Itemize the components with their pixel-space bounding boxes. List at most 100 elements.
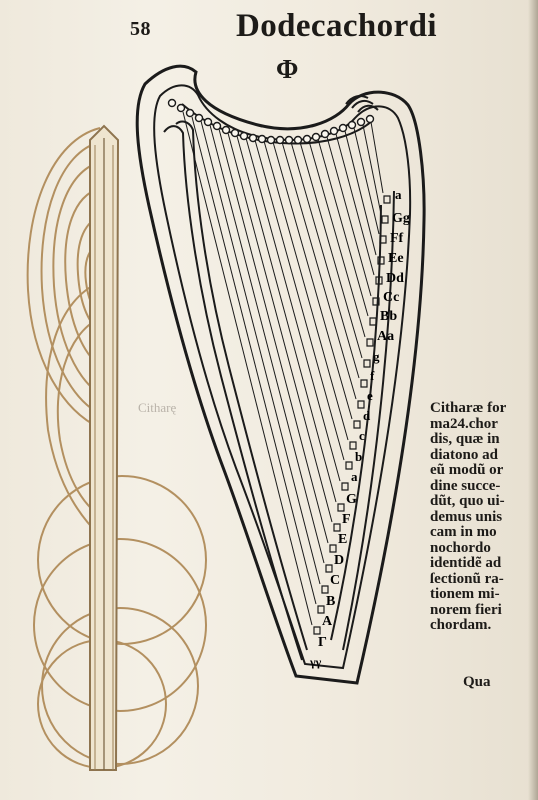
harp-peg (185, 108, 195, 118)
caption-line-10: nochordo (430, 539, 491, 556)
harp-peg (176, 103, 186, 113)
harp-string-pin (329, 544, 337, 553)
harp-string-pin (337, 503, 345, 512)
harp-column-outer (163, 125, 303, 661)
harp-peg (257, 134, 267, 144)
harp-label-d: d (363, 408, 371, 423)
harp-string (362, 124, 382, 215)
harp-string-pin (317, 605, 325, 614)
caption-line-14: norem fieri (430, 601, 502, 618)
harp-string-pin (379, 235, 387, 244)
harp-label-ee: Ee (388, 251, 404, 266)
harp-string (326, 136, 372, 297)
caption-line-13: tionem mi- (430, 586, 500, 602)
harp-peg (284, 135, 294, 145)
monochord-arc-1 (26, 127, 101, 429)
harp-string (308, 140, 366, 338)
harp-peg (203, 117, 213, 127)
harp-string-pin (363, 359, 371, 368)
harp-string-pin (341, 482, 349, 491)
harp-string-pin (357, 400, 365, 409)
monochord-arc-4 (64, 187, 101, 367)
harp-peg (275, 135, 285, 145)
harp-string-pin (349, 441, 357, 450)
monochord-arc-3 (52, 161, 101, 395)
harp-label-gamma-gamma: γγ (309, 655, 322, 669)
monochord-arc-8 (56, 317, 101, 517)
harp-string (236, 135, 337, 503)
harp-peg (365, 114, 375, 124)
harp-peg (230, 128, 240, 138)
harp-peg (266, 135, 276, 145)
caption-line-15: chordam. (430, 617, 492, 633)
harp-string (254, 139, 345, 461)
harp-label-g: g (373, 349, 380, 364)
harp-string (263, 140, 349, 441)
harp-string-pin (375, 276, 383, 285)
caption-line-6: dine succe- (430, 477, 501, 494)
harp-string (209, 124, 325, 564)
caption-line-1: Citharæ for (430, 400, 507, 416)
harp-icon: a Gg Ff Ee Dd Cc Bb Aa g f e d c b a G F… (135, 64, 426, 685)
harp-string (200, 120, 321, 585)
page-edge-shadow (528, 0, 538, 800)
harp-label-gamma: Γ (318, 635, 327, 650)
harp-string-labels: a Gg Ff Ee Dd Cc Bb Aa g f e d c b a G F… (309, 187, 410, 669)
harp-string-pin (325, 564, 333, 573)
harp-label-a-high: a (395, 187, 402, 202)
harp-string (290, 141, 360, 379)
harp-string (370, 121, 384, 194)
harp-peg (311, 132, 321, 142)
caption-line-9: cam in mo (430, 524, 497, 540)
harp-peg (293, 135, 303, 145)
harp-string (227, 132, 333, 523)
harp-peg (329, 126, 339, 136)
harp-string (182, 111, 313, 626)
harp-string (245, 137, 341, 482)
harp-label-e: e (367, 388, 373, 403)
harp-label-c-cap: C (330, 573, 340, 588)
harp-label-dd: Dd (386, 271, 404, 286)
caption-line-2: ma24.chor (430, 415, 498, 432)
harp-label-bb: Bb (380, 309, 397, 324)
harp-label-f: f (370, 368, 375, 383)
show-through-caption: Citharę (138, 400, 177, 415)
caption-line-5: eũ modũ or (430, 462, 504, 478)
harp-string (299, 141, 363, 359)
harp-label-aa: Aa (377, 329, 394, 344)
harp-string (272, 141, 353, 420)
harp-peg (356, 117, 366, 127)
harp-peg (221, 125, 231, 135)
harp-label-gg: Gg (392, 211, 410, 226)
harp-peg (320, 129, 330, 139)
harp-scroll-ornament (345, 95, 379, 113)
harp-label-f-cap: F (342, 512, 351, 527)
caption-line-7: dũt, quo ui- (430, 493, 505, 509)
caption-line-3: dis, quæ in (430, 431, 500, 447)
running-head: Dodecachordi (236, 8, 437, 44)
harp-label-a-cap: A (322, 614, 333, 629)
harp-string-pin (333, 523, 341, 532)
harp-string (335, 133, 375, 276)
harp-peg (338, 123, 348, 133)
harp-label-ff: Ff (390, 231, 404, 246)
harp-string (191, 116, 317, 605)
harp-label-e-cap: E (338, 532, 347, 547)
harp-string-pin (372, 297, 380, 306)
harp-soundboard (330, 204, 382, 641)
harp-string (218, 128, 329, 544)
harp-column-inner (175, 120, 308, 651)
harp-soundboard-outer (342, 190, 395, 651)
catchword: Qua (463, 674, 491, 690)
harp-peg (347, 120, 357, 130)
caption-line-12: ſectionũ ra- (430, 570, 504, 587)
section-mark: Φ (276, 54, 299, 84)
harp-caption: Citharæ for ma24.chor dis, quæ in diaton… (430, 400, 520, 634)
harp-peg (302, 134, 312, 144)
harp-string-pin (377, 256, 385, 265)
caption-line-8: demus unis (430, 508, 503, 525)
harp-string (317, 138, 369, 317)
harp-string-pin (345, 461, 353, 470)
monochord-arc-7 (45, 281, 101, 537)
